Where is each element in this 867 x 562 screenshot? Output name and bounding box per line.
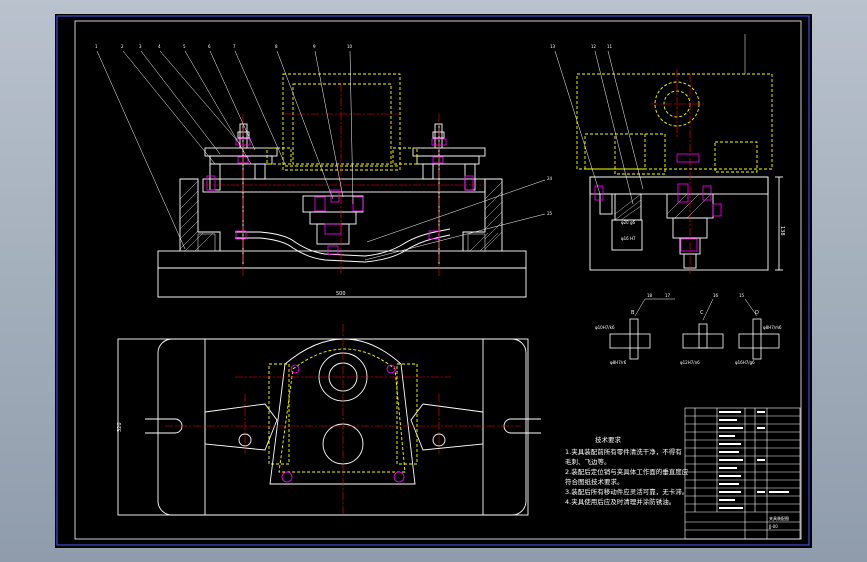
plan-view (117, 338, 541, 516)
drawing-canvas: 1 2 3 4 5 6 7 8 9 10 24 25 500 (55, 14, 812, 548)
hatch-left (179, 180, 214, 252)
front-centerlines (203, 84, 485, 276)
side-label-b: φ16 H7 (621, 236, 636, 241)
balloon-7: 7 (233, 44, 236, 49)
balloon-17: 17 (665, 293, 671, 298)
plan-center-body (269, 338, 416, 485)
clamp-plate (202, 178, 486, 193)
cad-drawing: 1 2 3 4 5 6 7 8 9 10 24 25 500 (56, 15, 810, 546)
balloon-15: 15 (739, 293, 745, 298)
side-label-a: φ20 g6 (621, 220, 636, 225)
sheet-workpiece (235, 228, 451, 257)
side-hatch (614, 193, 712, 221)
drawing-code: JJ-00 (768, 524, 778, 529)
plan-workpiece (268, 348, 418, 473)
balloon-24: 24 (547, 176, 553, 181)
tech-requirements: 技术要求 1.夹具装配前所有零件清洗干净，不得有 毛刺、飞边等。 2.装配后定位… (565, 435, 689, 506)
front-leaders (96, 50, 546, 261)
hatch-right (469, 181, 503, 252)
balloon-3: 3 (139, 44, 142, 49)
dim-plan-height: 320 (117, 422, 123, 432)
plan-fasteners (281, 364, 405, 483)
tech-line-4: 符合图纸技术要求。 (565, 477, 624, 486)
balloon-6: 6 (208, 44, 211, 49)
balloon-11: 11 (607, 44, 613, 49)
balloon-13: 13 (550, 44, 556, 49)
side-fasteners (594, 153, 722, 252)
detail-leaders (634, 298, 758, 321)
balloon-12: 12 (591, 44, 597, 49)
section-b: B (631, 310, 635, 316)
title-block (684, 407, 801, 540)
balloon-8: 8 (275, 44, 278, 49)
balloon-9: 9 (313, 44, 316, 49)
left-bracket (179, 178, 221, 251)
tech-line-2: 毛刺、飞边等。 (565, 457, 611, 466)
left-lever (204, 147, 278, 157)
front-workpiece (266, 73, 418, 171)
detail-fit-d: φ8H7/m6 (763, 325, 782, 330)
detail-fit-c: φ12H7/n6 (680, 360, 700, 365)
title-block-fills (719, 411, 789, 509)
plan-centerlines (165, 324, 521, 515)
right-slot (503, 418, 541, 434)
tech-line-6: 4.夹具使用后应及时清理并涂防锈油。 (565, 497, 675, 506)
plan-outline (117, 338, 529, 516)
front-view (157, 123, 527, 298)
section-d: D (755, 310, 759, 316)
tech-line-3: 2.装配后定位销与夹具体工作面的垂直度应 (565, 467, 689, 476)
balloon-5: 5 (183, 44, 186, 49)
balloon-16: 16 (713, 293, 719, 298)
balloon-4: 4 (158, 44, 161, 49)
side-body (589, 176, 769, 271)
plan-right-clamp (410, 403, 484, 451)
right-lever (412, 147, 486, 157)
plan-left-clamp (204, 403, 278, 451)
side-workpiece (576, 73, 773, 175)
side-view (589, 34, 783, 271)
balloon-2: 2 (121, 44, 124, 49)
balloon-25: 25 (547, 211, 553, 216)
balloon-18: 18 (647, 293, 653, 298)
section-c: C (700, 310, 704, 316)
tech-line-5: 3.装配后所有移动件应灵活可靠，无卡滞。 (565, 487, 688, 496)
side-centerlines (650, 69, 705, 274)
balloon-10: 10 (347, 44, 353, 49)
front-balloons: 1 2 3 4 5 6 7 8 9 10 24 25 (95, 44, 553, 216)
tech-title: 技术要求 (595, 435, 622, 444)
dim-base-width: 500 (336, 291, 346, 297)
outer-frame (56, 15, 810, 546)
dim-side-height: 138 (779, 226, 785, 236)
balloon-1: 1 (95, 44, 98, 49)
detail-sections (609, 318, 780, 360)
detail-fit-b: φ8H7/r6 (610, 360, 627, 365)
detail-fit-e: φ16H7/g6 (735, 360, 755, 365)
side-leaders (554, 50, 644, 205)
inner-frame (74, 20, 802, 540)
drawing-name: 夹具装配图 (769, 515, 789, 521)
detail-fit-a: φ10H7/k6 (595, 325, 615, 330)
tech-line-1: 1.夹具装配前所有零件清洗干净，不得有 (565, 447, 682, 456)
